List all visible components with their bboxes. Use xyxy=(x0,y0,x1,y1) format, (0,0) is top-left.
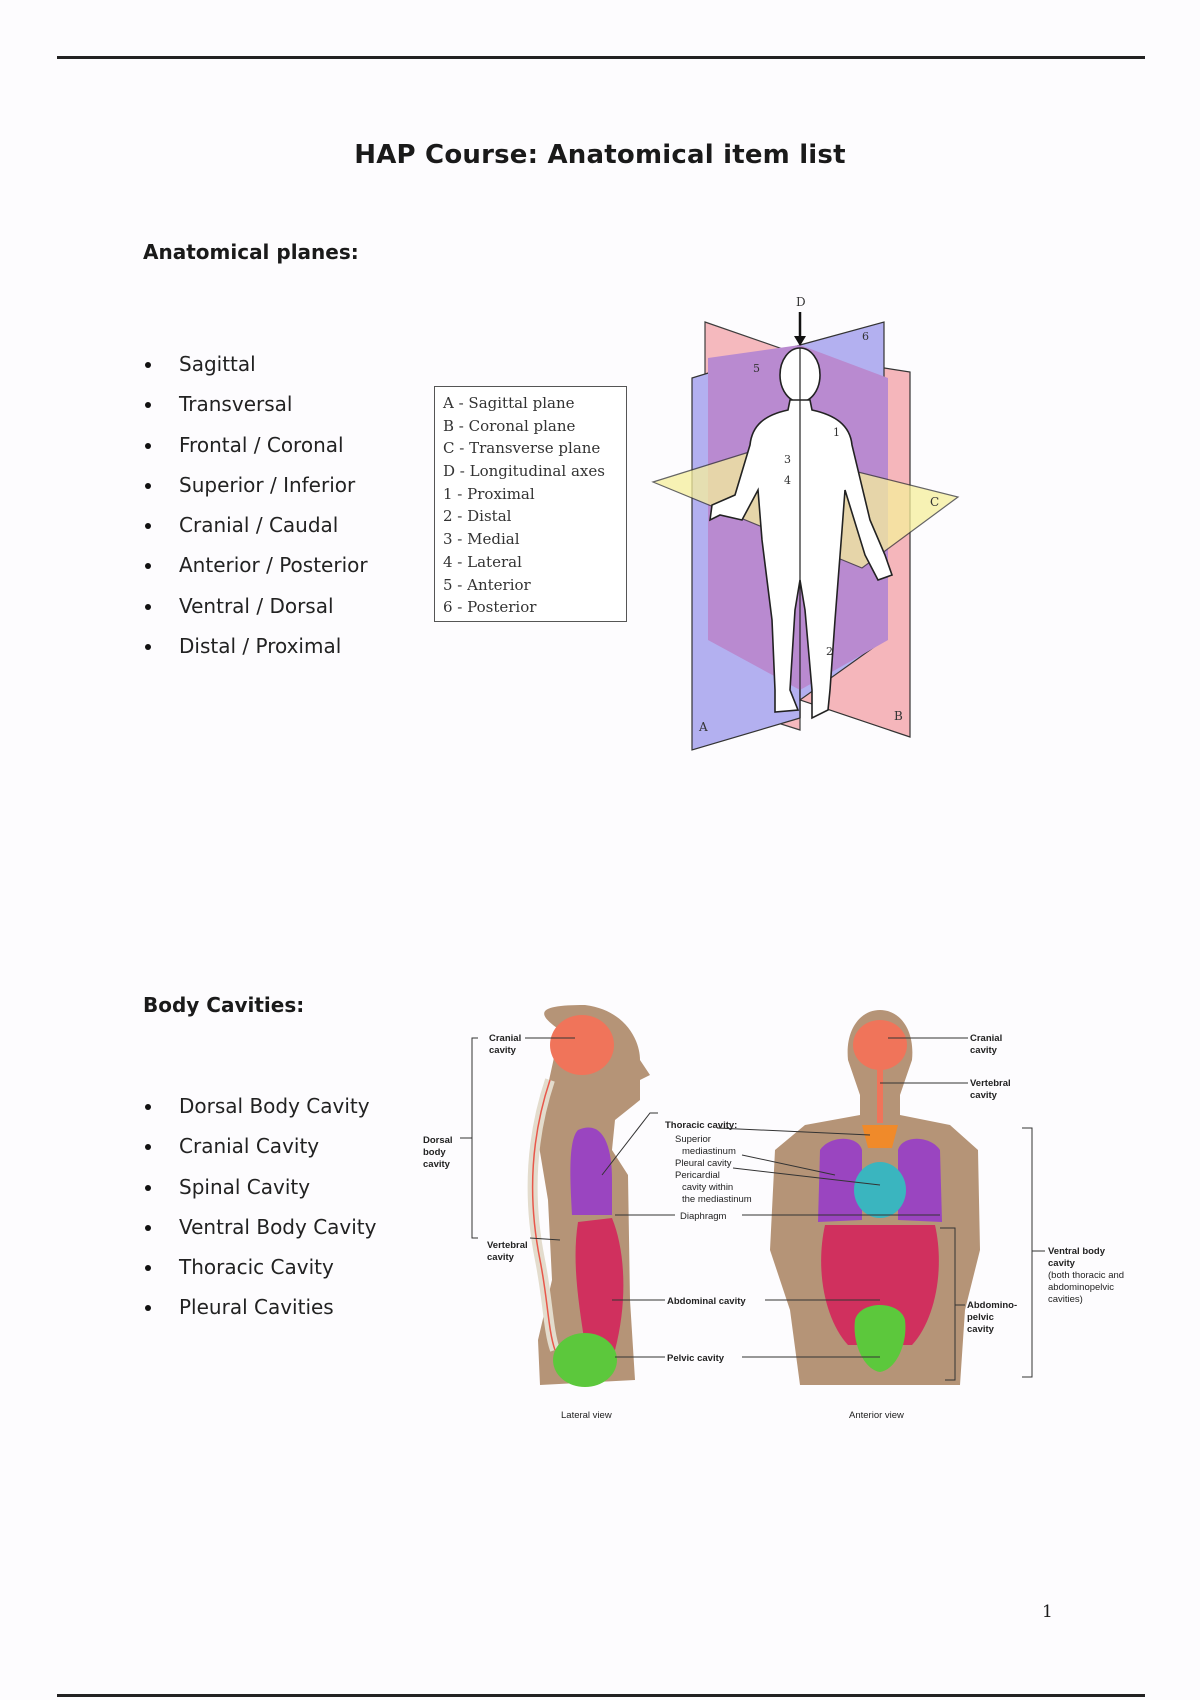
legend-entry: D - Longitudinal axes xyxy=(443,462,605,481)
list-item: Ventral Body Cavity xyxy=(143,1215,376,1255)
label-thoracic-title: Thoracic cavity: xyxy=(665,1120,737,1131)
label-medial-3: 3 xyxy=(784,453,791,466)
section-heading-cavities: Body Cavities: xyxy=(143,993,305,1017)
label-pericardial: Pericardial xyxy=(675,1170,720,1181)
label-dorsal-body: Dorsal xyxy=(423,1135,453,1146)
planes-legend: A - Sagittal plane B - Coronal plane C - T… xyxy=(434,386,627,622)
list-item: Transversal xyxy=(143,392,368,432)
section-heading-planes: Anatomical planes: xyxy=(143,240,359,264)
axis-arrowhead-d xyxy=(794,336,806,346)
label-posterior-6: 6 xyxy=(862,330,869,343)
label-abdominopelvic: Abdomino- xyxy=(967,1300,1017,1311)
list-item: Spinal Cavity xyxy=(143,1175,376,1215)
list-item: Frontal / Coronal xyxy=(143,433,368,473)
legend-entry: 3 - Medial xyxy=(443,530,520,549)
label-lateral-4: 4 xyxy=(784,474,791,487)
callout-lines xyxy=(460,1037,1045,1381)
list-item: Sagittal xyxy=(143,352,368,392)
page-number: 1 xyxy=(1042,1602,1053,1622)
legend-entry: 1 - Proximal xyxy=(443,484,535,503)
list-item: Superior / Inferior xyxy=(143,473,368,513)
footer-rule xyxy=(57,1694,1145,1697)
label-anterior-5: 5 xyxy=(753,362,760,375)
list-item: Cranial / Caudal xyxy=(143,513,368,553)
caption-anterior-view: Anterior view xyxy=(849,1410,904,1421)
list-item: Thoracic Cavity xyxy=(143,1255,376,1295)
label-cranial-cavity-anterior: Cranial xyxy=(970,1033,1002,1044)
label-ventral-note-3: cavities) xyxy=(1048,1294,1083,1305)
label-superior-mediastinum: Superior xyxy=(675,1134,711,1145)
label-distal-2: 2 xyxy=(826,645,833,658)
label-abdominopelvic-2: pelvic xyxy=(967,1312,994,1323)
legend-entry: B - Coronal plane xyxy=(443,416,576,435)
page-title: HAP Course: Anatomical item list xyxy=(354,140,846,170)
list-item: Distal / Proximal xyxy=(143,634,368,674)
label-ventral-body: Ventral body xyxy=(1048,1246,1106,1257)
legend-entry: 5 - Anterior xyxy=(443,575,531,594)
label-dorsal-body-2: body xyxy=(423,1147,446,1158)
label-pericardial-3: the mediastinum xyxy=(682,1194,752,1205)
label-pelvic: Pelvic cavity xyxy=(667,1353,725,1364)
label-b: B xyxy=(894,709,903,723)
list-item: Dorsal Body Cavity xyxy=(143,1094,376,1134)
label-abdominal: Abdominal cavity xyxy=(667,1296,746,1307)
label-vertebral-anterior-2: cavity xyxy=(970,1090,998,1101)
legend-entry: C - Transverse plane xyxy=(443,439,601,458)
list-item: Ventral / Dorsal xyxy=(143,594,368,634)
caption-lateral-view: Lateral view xyxy=(561,1410,612,1421)
label-cranial-cavity-lateral: Cranial xyxy=(489,1033,521,1044)
header-rule xyxy=(57,56,1145,59)
label-d: D xyxy=(796,295,806,309)
legend-entry: 4 - Lateral xyxy=(443,552,522,571)
label-dorsal-body-3: cavity xyxy=(423,1159,451,1170)
label-pericardial-2: cavity within xyxy=(682,1182,733,1193)
label-vertebral-anterior: Vertebral xyxy=(970,1078,1011,1089)
list-item: Anterior / Posterior xyxy=(143,553,368,593)
label-ventral-note: (both thoracic and xyxy=(1048,1270,1124,1281)
list-item: Pleural Cavities xyxy=(143,1295,376,1335)
list-item: Cranial Cavity xyxy=(143,1134,376,1174)
legend-entry: A - Sagittal plane xyxy=(443,394,575,412)
legend-entry: 2 - Distal xyxy=(443,507,512,526)
legend-entry: 6 - Posterior xyxy=(443,598,537,617)
label-vertebral-lateral: Vertebral xyxy=(487,1240,528,1251)
label-c: C xyxy=(930,495,939,509)
label-vertebral-lateral-2: cavity xyxy=(487,1252,515,1263)
label-ventral-body-2: cavity xyxy=(1048,1258,1076,1269)
label-abdominopelvic-3: cavity xyxy=(967,1324,995,1335)
label-proximal-1: 1 xyxy=(833,426,840,439)
label-superior-mediastinum-2: mediastinum xyxy=(682,1146,736,1157)
anterior-view-body xyxy=(770,1010,980,1385)
label-cranial-cavity-lateral-2: cavity xyxy=(489,1045,517,1056)
label-ventral-note-2: abdominopelvic xyxy=(1048,1282,1114,1293)
label-pleural: Pleural cavity xyxy=(675,1158,732,1169)
label-a: A xyxy=(698,720,708,734)
label-diaphragm: Diaphragm xyxy=(680,1211,727,1222)
label-cranial-cavity-anterior-2: cavity xyxy=(970,1045,998,1056)
lateral-view-body xyxy=(527,1005,650,1387)
